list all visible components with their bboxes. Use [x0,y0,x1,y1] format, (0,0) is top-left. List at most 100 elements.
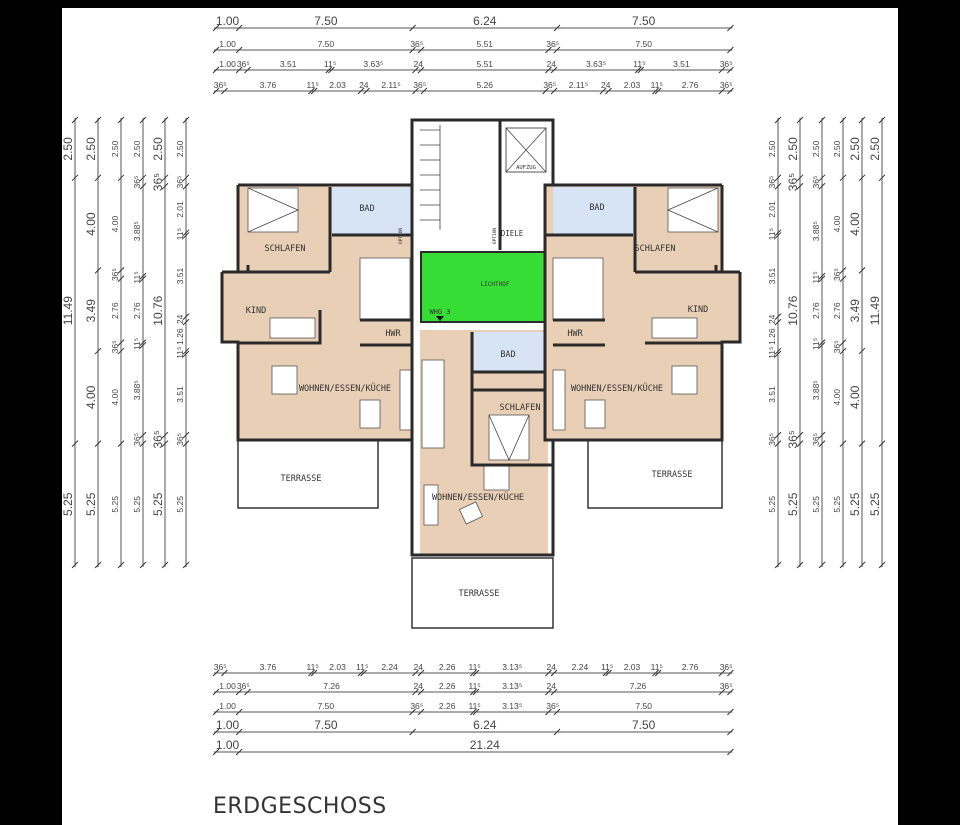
dimension-tick [774,313,782,320]
dimension-tick [117,275,125,283]
dimension-tick [161,431,169,439]
dimension-label: 6.24 [473,718,497,732]
dimension-tick [718,66,726,74]
dimension-tick [796,431,804,439]
dimension-label: 36⁵ [175,433,185,446]
dimension-tick [652,87,659,95]
dimension-tick [235,728,243,736]
dimension-tick [774,116,782,124]
dimension-label: 36⁵ [151,173,165,191]
dimension-label: 5.25 [786,492,800,516]
dimension-tick [774,182,782,190]
dimension-tick [839,266,847,274]
dimension-label: 2.11⁵ [381,80,400,90]
dimension-tick [212,748,220,756]
table-icon [271,365,298,395]
dimension-tick [409,46,416,54]
dimension-label: 3.76 [260,80,277,90]
dimension-tick [117,561,125,569]
dimension-label: 1.00 [219,39,236,49]
dimension-label: 36⁵ [546,701,559,711]
dimension-tick [858,174,866,182]
dimension-tick [652,669,659,677]
dimension-label: 2.01 [175,201,185,218]
dimension-label: 36⁵ [546,39,559,49]
dimension-label: 11⁵ [633,59,645,69]
dimension-tick [417,669,425,677]
dimension-label: 36⁵ [151,430,165,448]
dimension-label: 3.51 [767,267,777,284]
dimension-label: 3.49 [84,299,98,323]
dimension-label: 1.26 [175,328,185,345]
dimension-label: 2.03 [329,662,346,672]
dimension-tick [235,66,243,74]
dimension-tick [727,748,734,756]
dimension-label: 21.24 [470,738,500,752]
terrace-center [411,557,554,629]
dimension-tick [727,708,734,716]
dimension-tick [221,669,228,677]
room-label-terrasse: TERRASSE [281,474,322,484]
dimension-label: 5.25 [84,492,98,516]
dimension-label: 2.76 [811,302,821,319]
dimension-tick [818,341,826,349]
dimension-tick [718,87,726,95]
room-label-lichthof: LICHTHOF [481,281,510,288]
room-label-kind: KIND [688,305,708,315]
dimension-label: 36⁵ [720,662,733,672]
dimension-tick [878,116,886,124]
dimension-label: 24 [359,80,369,90]
dimension-label: 2.26 [439,662,456,672]
dimension-tick [774,174,782,182]
dimension-label: 2.50 [84,137,98,161]
dimension-tick [839,275,847,283]
dimension-tick [553,24,561,32]
dimension-tick [818,116,826,124]
dimension-label: 5.25 [110,496,120,513]
dimension-tick [420,87,428,95]
dimension-label: 11⁵ [767,228,777,240]
bed-icon [667,187,719,233]
dining-table-icon [584,399,606,429]
staircase [420,125,441,230]
dimension-label: 5.25 [151,492,165,516]
dimension-label: 3.49 [848,299,862,323]
bed-icon [247,187,299,233]
room-label-bad: BAD [359,204,374,214]
dimension-tick [818,275,826,283]
dimension-tick [637,66,645,74]
dimension-label: 3.51 [175,267,185,284]
dimension-tick [325,66,333,74]
room-label-aufzug: AUFZUG [516,165,536,171]
dimension-tick [727,66,734,74]
dimension-label: 2.50 [767,140,777,157]
dimension-tick [117,347,125,355]
dimension-label: 36⁵ [237,59,250,69]
dimension-label: 1.00 [219,59,236,69]
dimension-tick [878,561,886,569]
dimension-label: 2.01 [767,201,777,218]
option-label: OPTION [398,228,404,245]
dimension-label: 36⁵ [110,268,120,281]
dimension-label: 36⁵ [786,173,800,191]
dimension-label: 36⁵ [811,433,821,446]
dimension-label: 3.76 [260,662,277,672]
dimension-tick [727,728,734,736]
room-label-schlafen: SCHLAFEN [265,244,306,254]
dimension-tick [94,561,102,569]
dimension-tick [409,728,416,736]
dimension-label: 36⁵ [410,39,423,49]
entrance-marker-icon [436,316,444,321]
dimension-tick [602,669,610,677]
dimension-label: 36⁵ [720,681,733,691]
dimension-label: 36⁵ [237,681,250,691]
dimension-tick [818,440,826,447]
dimension-label: 2.50 [151,137,165,161]
dimension-tick [161,561,169,569]
dimension-label: 5.25 [868,492,882,516]
kitchen-counter [399,369,413,431]
dimension-tick [774,440,782,447]
bath-right [553,187,633,235]
dimension-label: 2.03 [329,80,346,90]
